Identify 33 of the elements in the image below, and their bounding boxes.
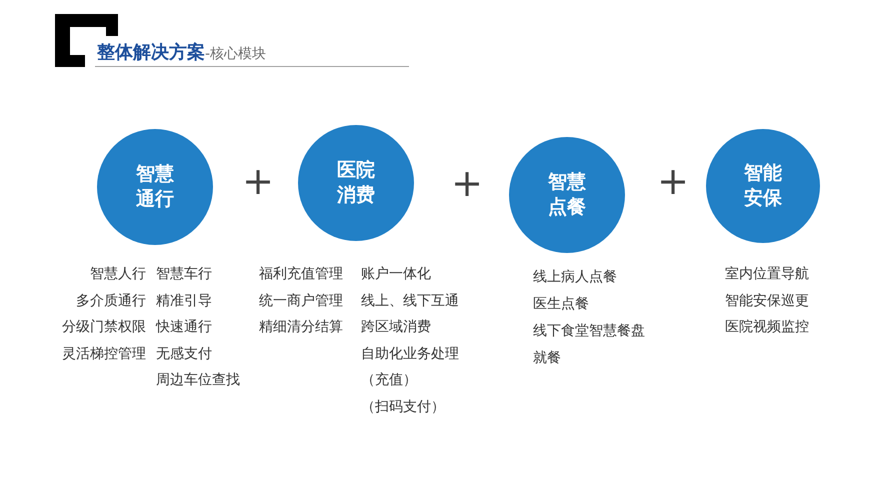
feature-item: 精准引导 <box>156 292 212 311</box>
feature-item: 统一商户管理 <box>259 292 343 311</box>
plus-sign: + <box>242 161 274 201</box>
feature-item: 医院视频监控 <box>724 318 810 338</box>
feature-item: 就餐 <box>533 349 561 368</box>
plus-sign: + <box>451 163 483 203</box>
feature-item: 线下食堂智慧餐盘 <box>533 322 645 341</box>
feature-item: 自助化业务处理 <box>361 344 459 364</box>
feature-item: 账户一体化 <box>361 265 431 284</box>
feature-item: 线上、线下互通 <box>361 292 459 311</box>
feature-item: 灵活梯控管理 <box>62 344 146 364</box>
feature-item: （充值） <box>361 371 417 390</box>
module-circle: 智慧通行 <box>97 129 213 245</box>
feature-item: 快速通行 <box>156 318 212 338</box>
feature-item: 无感支付 <box>156 344 212 364</box>
feature-item: 多介质通行 <box>76 292 146 311</box>
page-title: 整体解决方案-核心模块 <box>97 42 266 65</box>
module-circle: 医院消费 <box>298 125 414 241</box>
feature-item: 周边车位查找 <box>156 371 240 390</box>
plus-sign: + <box>657 161 689 201</box>
feature-item: 福利充值管理 <box>259 265 343 284</box>
feature-item: 精细清分结算 <box>259 318 343 338</box>
feature-item: （扫码支付） <box>361 398 445 417</box>
feature-item: 医生点餐 <box>533 295 589 314</box>
feature-item: 线上病人点餐 <box>533 268 617 287</box>
feature-item: 智能安保巡更 <box>724 292 810 311</box>
feature-item: 智慧人行 <box>90 265 146 284</box>
feature-item: 智慧车行 <box>156 265 212 284</box>
feature-item: 室内位置导航 <box>724 265 810 284</box>
module-circle: 智能安保 <box>706 129 820 243</box>
module-circle: 智慧点餐 <box>509 137 625 253</box>
feature-item: 跨区域消费 <box>361 318 431 338</box>
feature-item: 分级门禁权限 <box>62 318 146 338</box>
